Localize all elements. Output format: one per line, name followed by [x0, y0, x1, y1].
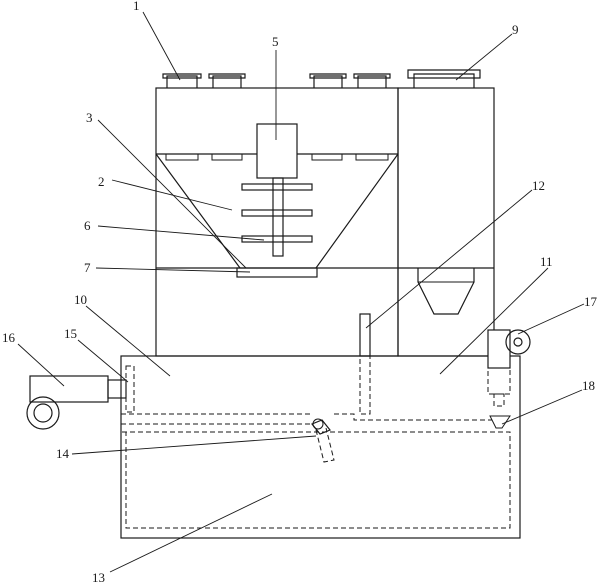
label-13: 13 [92, 570, 105, 585]
vertical-rod [359, 313, 371, 357]
top-inlet-caps [162, 73, 391, 88]
label-15: 15 [64, 326, 77, 341]
agitator-shaft [272, 177, 284, 257]
label-14: 14 [56, 446, 70, 461]
nozzle [489, 415, 511, 429]
label-7: 7 [84, 260, 91, 275]
discharge-gate [236, 267, 318, 278]
label-3: 3 [86, 110, 93, 125]
right-motor [487, 329, 511, 369]
right-top-cap [407, 69, 481, 88]
label-16: 16 [2, 330, 16, 345]
label-2: 2 [98, 174, 105, 189]
agitator-blades [241, 183, 313, 243]
left-blower-wheel [26, 396, 60, 430]
label-9: 9 [512, 22, 519, 37]
label-10: 10 [74, 292, 87, 307]
leader-lines [17, 11, 585, 573]
right-hopper [417, 268, 475, 315]
right-motor-wheel [505, 329, 531, 355]
left-blower-box [29, 375, 109, 403]
label-18: 18 [582, 378, 595, 393]
motor-box [256, 123, 298, 179]
label-6: 6 [84, 218, 91, 233]
label-1: 1 [133, 0, 140, 13]
upper-right-chamber [397, 87, 495, 357]
inclined-pipe [311, 418, 335, 463]
label-11: 11 [540, 254, 553, 269]
lower-tank [120, 355, 521, 539]
label-12: 12 [532, 178, 545, 193]
label-17: 17 [584, 294, 598, 309]
hopper-walls [155, 153, 399, 269]
label-5: 5 [272, 34, 279, 49]
inner-tank-dashed [121, 413, 511, 529]
left-inlet-dashed [125, 365, 135, 413]
